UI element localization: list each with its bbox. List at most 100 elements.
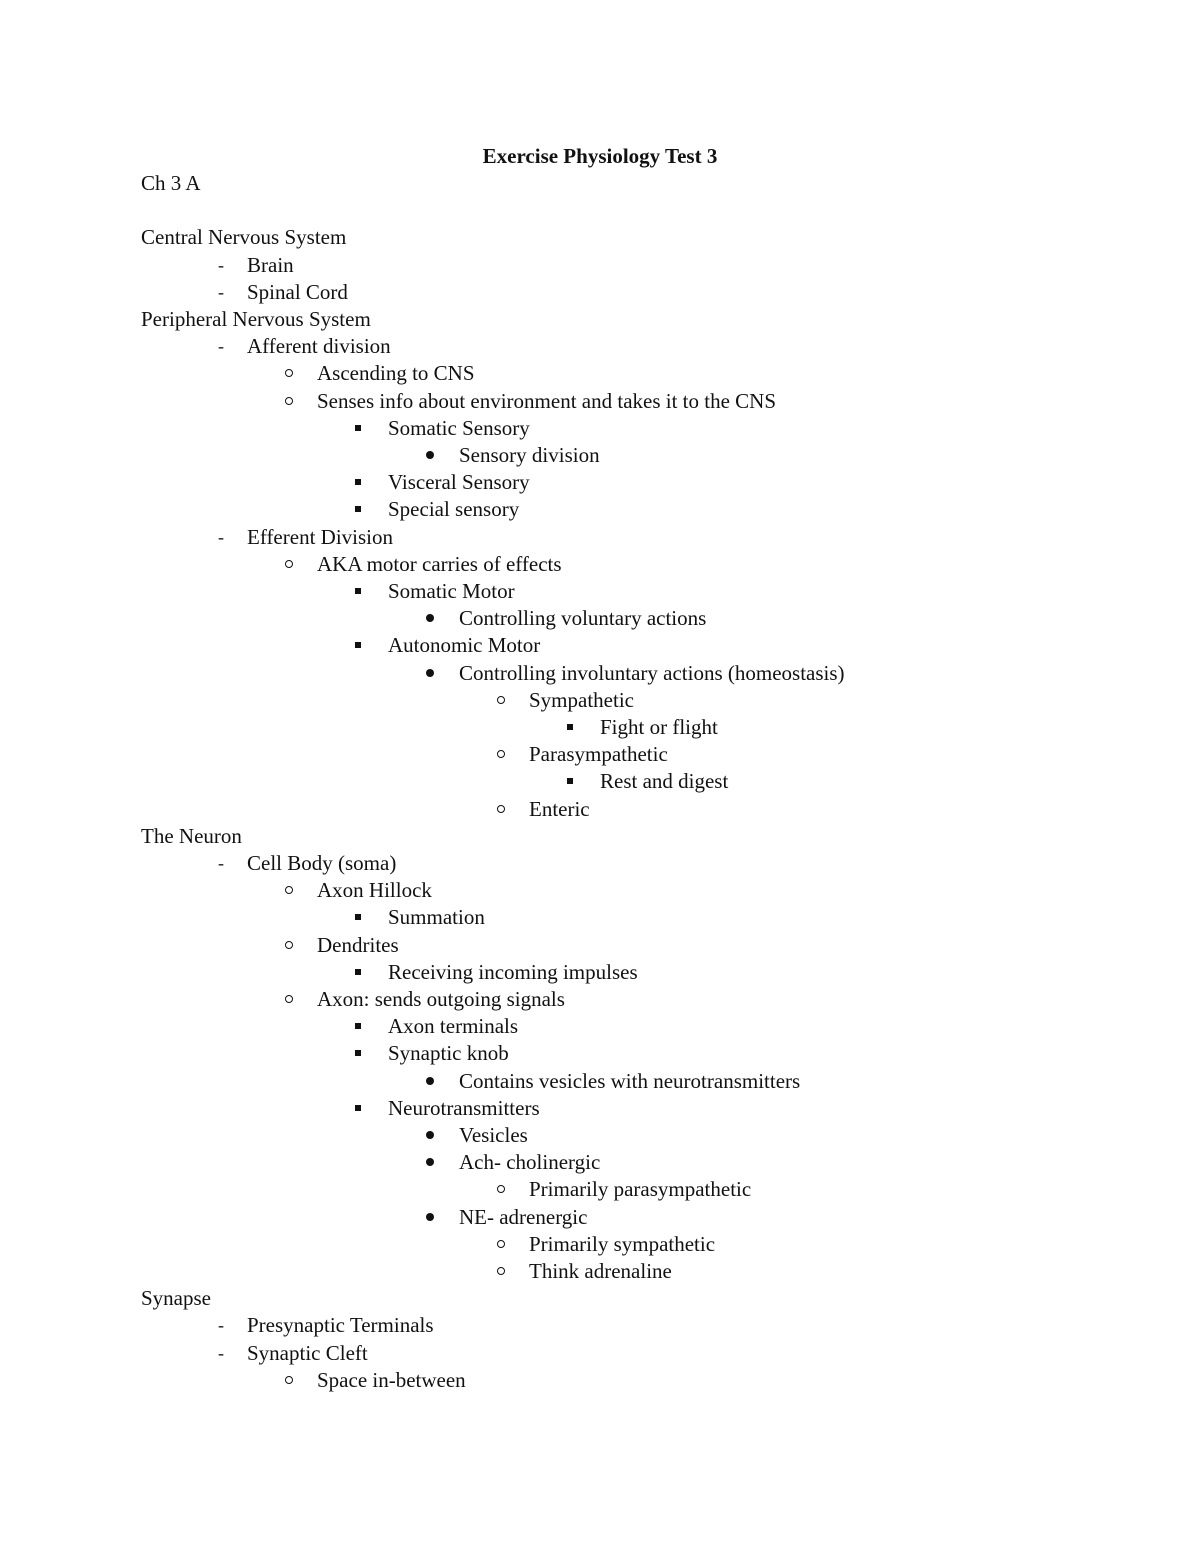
section-heading: [0, 197, 1200, 224]
dot-bullet: [426, 451, 434, 459]
line-text: Dendrites: [317, 932, 399, 957]
circle-bullet: [497, 1267, 505, 1275]
list-item: Think adrenaline: [0, 1258, 1200, 1285]
dash-bullet: -: [218, 281, 224, 302]
line-text: Ch 3 A: [141, 171, 201, 195]
list-item: Special sensory: [0, 496, 1200, 523]
list-item: Ach- cholinergic: [0, 1149, 1200, 1176]
line-text: Ascending to CNS: [317, 361, 475, 386]
list-item: Axon Hillock: [0, 877, 1200, 904]
square-bullet: [355, 424, 361, 431]
list-item: AKA motor carries of effects: [0, 551, 1200, 578]
circle-bullet: [497, 750, 505, 759]
list-item: Parasympathetic: [0, 741, 1200, 768]
dash-bullet: -: [218, 1315, 224, 1336]
list-item: Receiving incoming impulses: [0, 959, 1200, 986]
list-item: - Spinal Cord: [0, 279, 1200, 306]
dot-bullet: [426, 1131, 434, 1139]
list-item: Axon: sends outgoing signals: [0, 986, 1200, 1013]
list-item: -Synaptic Cleft: [0, 1340, 1200, 1367]
square-bullet: [355, 1104, 361, 1111]
dash-bullet: -: [218, 1342, 224, 1363]
line-text: Sympathetic: [529, 687, 634, 712]
list-item: Space in-between: [0, 1367, 1200, 1394]
circle-bullet: [497, 1185, 505, 1194]
dash-bullet: -: [218, 254, 224, 275]
line-text: Parasympathetic: [529, 742, 668, 767]
line-text: Cell Body (soma): [247, 851, 397, 875]
square-bullet: [355, 588, 361, 594]
line-text: Primarily parasympathetic: [529, 1177, 752, 1202]
square-bullet: [355, 642, 361, 649]
line-text: Controlling voluntary actions: [459, 606, 707, 631]
dash-bullet: -: [218, 853, 224, 873]
square-bullet: [567, 778, 573, 785]
square-bullet: [567, 724, 573, 730]
square-bullet: [355, 1023, 361, 1030]
section-heading: Central Nervous System: [0, 224, 1200, 251]
square-bullet: [355, 506, 361, 513]
line-text: Visceral Sensory: [388, 470, 530, 495]
list-item: -Brain: [0, 252, 1200, 279]
list-item: Somatic Motor: [0, 578, 1200, 605]
list-item: Neurotransmitters: [0, 1095, 1200, 1122]
line-text: Rest and digest: [600, 769, 729, 794]
list-item: Vesicles: [0, 1122, 1200, 1149]
line-text: Efferent Division: [247, 524, 393, 549]
circle-bullet: [285, 559, 293, 568]
list-item: Axon terminals: [0, 1013, 1200, 1040]
list-item: Controlling voluntary actions: [0, 605, 1200, 632]
square-bullet: [355, 914, 361, 921]
square-bullet: [355, 968, 361, 975]
circle-bullet: [285, 995, 293, 1003]
list-item: Sympathetic: [0, 687, 1200, 714]
line-text: Synapse: [141, 1286, 211, 1311]
line-text: Summation: [388, 905, 485, 930]
line-text: Special sensory: [388, 497, 520, 522]
line-text: Vesicles: [459, 1123, 528, 1147]
line-text: Enteric: [529, 796, 590, 821]
page-title: Exercise Physiology Test 3: [482, 144, 718, 168]
line-text: Contains vesicles with neurotransmitters: [459, 1068, 801, 1093]
list-item: Primarily sympathetic: [0, 1231, 1200, 1258]
line-text: Primarily sympathetic: [529, 1231, 716, 1256]
list-item: NE- adrenergic: [0, 1204, 1200, 1231]
line-text: Fight or flight: [600, 715, 718, 739]
line-text: Spinal Cord: [247, 279, 348, 304]
circle-bullet: [285, 1375, 293, 1384]
line-text: NE- adrenergic: [459, 1204, 588, 1229]
list-item: Rest and digest: [0, 768, 1200, 795]
list-item: Synaptic knob: [0, 1040, 1200, 1067]
circle-bullet: [285, 886, 293, 895]
list-item: Dendrites: [0, 932, 1200, 959]
line-text: Space in-between: [317, 1367, 466, 1392]
dot-bullet: [426, 1212, 434, 1221]
list-item: - Cell Body (soma): [0, 850, 1200, 877]
line-text: Axon terminals: [388, 1014, 519, 1039]
list-item: Visceral Sensory: [0, 469, 1200, 496]
line-text: Sensory division: [459, 443, 600, 467]
line-text: Senses info about environment and takes …: [317, 388, 777, 413]
dot-bullet: [426, 668, 434, 677]
circle-bullet: [285, 396, 293, 405]
section-heading: Ch 3 A: [0, 170, 1200, 197]
circle-bullet: [497, 1239, 505, 1248]
circle-bullet: [285, 369, 293, 378]
line-text: Axon Hillock: [317, 878, 432, 903]
list-item: Summation: [0, 904, 1200, 931]
list-item: Primarily parasympathetic: [0, 1176, 1200, 1203]
line-text: Controlling involuntary actions (homeost…: [459, 660, 845, 685]
section-heading: Peripheral Nervous System: [0, 306, 1200, 333]
list-item: Sensory division: [0, 442, 1200, 469]
line-text: The Neuron: [141, 823, 242, 848]
list-item: Controlling involuntary actions (homeost…: [0, 660, 1200, 687]
list-item: Somatic Sensory: [0, 415, 1200, 442]
list-item: Contains vesicles with neurotransmitters: [0, 1068, 1200, 1095]
line-text: Presynaptic Terminals: [247, 1313, 434, 1338]
list-item: Enteric: [0, 796, 1200, 823]
line-text: Afferent division: [247, 334, 391, 359]
line-text: Peripheral Nervous System: [141, 307, 371, 331]
square-bullet: [355, 479, 361, 486]
line-text: Central Nervous System: [141, 225, 347, 250]
